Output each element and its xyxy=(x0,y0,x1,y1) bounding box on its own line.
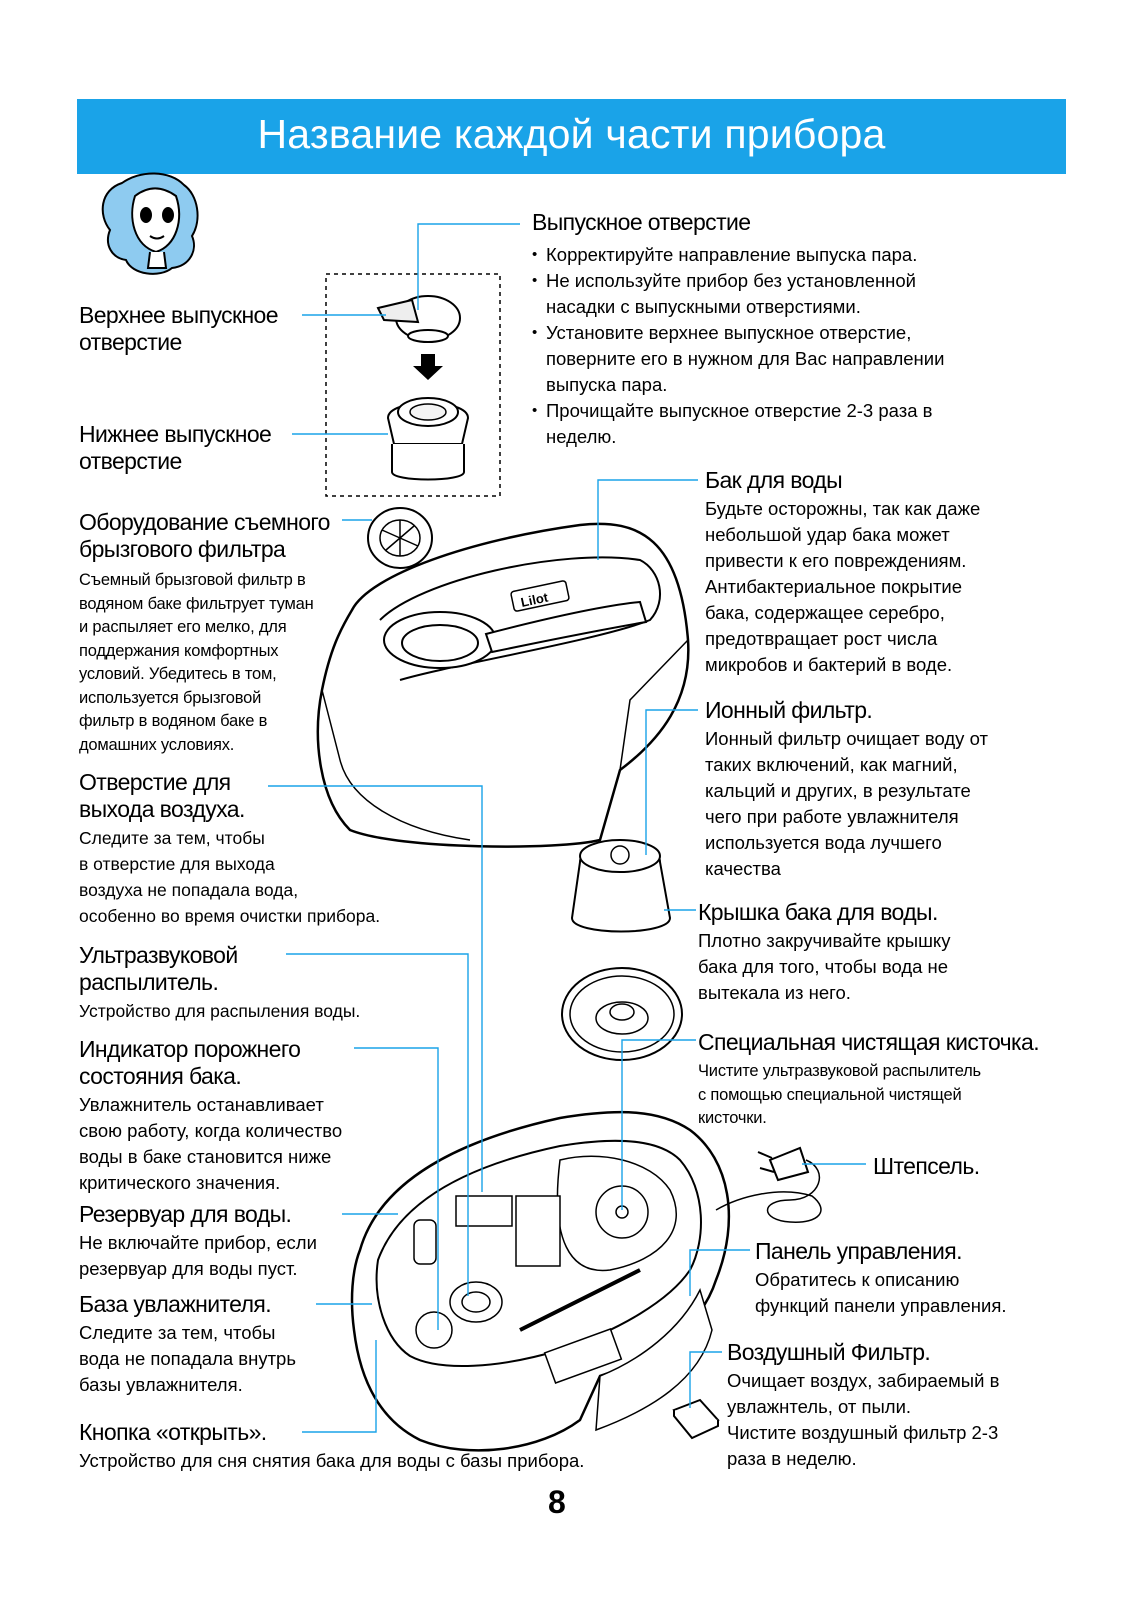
label-plug: Штепсель. xyxy=(873,1153,980,1180)
air-hole-text: Следите за тем, чтобы в отверстие для вы… xyxy=(79,825,380,929)
ion-filter-text: Ионный фильтр очищает воду от таких вклю… xyxy=(705,726,988,882)
outlet-bullet: Установите верхнее выпускное отверстие,п… xyxy=(532,320,944,398)
spray-filter-title: Оборудование съемного брызгового фильтра xyxy=(79,509,330,563)
outlet-title: Выпускное отверстие xyxy=(532,209,944,236)
tank-cap-title: Крышка бака для воды. xyxy=(698,899,950,926)
tank-cap-text: Плотно закручивайте крышку бака для того… xyxy=(698,928,950,1006)
air-hole-title: Отверстие для выхода воздуха. xyxy=(79,769,380,823)
outlet-bullet: Не используйте прибор без установленнойн… xyxy=(532,268,944,320)
ultrasonic-text: Устройство для распыления воды. xyxy=(79,998,360,1024)
ion-filter-part xyxy=(572,840,670,932)
base-title: База увлажнителя. xyxy=(79,1291,296,1318)
air-filter-part xyxy=(674,1400,718,1438)
open-button-title: Кнопка «открыть». xyxy=(79,1419,584,1446)
ultrasonic-title: Ультразвуковой распылитель. xyxy=(79,942,360,996)
outlet-bullet: Корректируйте направление выпуска пара. xyxy=(532,242,944,268)
label-ultrasonic: Ультразвуковой распылитель. Устройство д… xyxy=(79,942,360,1024)
label-spray-filter: Оборудование съемного брызгового фильтра… xyxy=(79,509,330,757)
brush-text: Чистите ультразвуковой распылитель с пом… xyxy=(698,1060,1039,1131)
label-water-tank: Бак для воды Будьте осторожны, так как д… xyxy=(705,467,980,678)
brush-title: Специальная чистящая кисточка. xyxy=(698,1029,1039,1056)
plug-part xyxy=(716,1148,821,1222)
water-tank-title: Бак для воды xyxy=(705,467,980,494)
spray-filter-text: Съемный брызговой фильтр в водяном баке … xyxy=(79,569,330,757)
air-filter-title: Воздушный Фильтр. xyxy=(727,1339,999,1366)
outlet-bullet: Прочищайте выпускное отверстие 2-3 раза … xyxy=(532,398,944,450)
control-panel-title: Панель управления. xyxy=(755,1238,1006,1265)
label-open-button: Кнопка «открыть». Устройство для сня сня… xyxy=(79,1419,584,1474)
water-tank-text: Будьте осторожны, так как даже небольшой… xyxy=(705,496,980,678)
label-empty-indicator: Индикатор порожнего состояния бака. Увла… xyxy=(79,1036,342,1196)
down-arrow-icon xyxy=(413,354,443,380)
ion-filter-title: Ионный фильтр. xyxy=(705,697,988,724)
label-reservoir: Резервуар для воды. Не включайте прибор,… xyxy=(79,1201,317,1282)
label-tank-cap: Крышка бака для воды. Плотно закручивайт… xyxy=(698,899,950,1006)
label-upper-outlet: Верхнее выпускное отверстие xyxy=(79,302,278,356)
label-ion-filter: Ионный фильтр. Ионный фильтр очищает вод… xyxy=(705,697,988,882)
outlet-bullets: Корректируйте направление выпуска пара. … xyxy=(532,242,944,450)
label-outlet: Выпускное отверстие Корректируйте направ… xyxy=(532,209,944,450)
label-brush: Специальная чистящая кисточка. Чистите у… xyxy=(698,1029,1039,1131)
base-text: Следите за тем, чтобы вода не попадала в… xyxy=(79,1320,296,1398)
label-control-panel: Панель управления. Обратитесь к описанию… xyxy=(755,1238,1006,1319)
mascot-illustration xyxy=(103,173,198,273)
open-button-text: Устройство для сня снятия бака для воды … xyxy=(79,1448,584,1474)
reservoir-text: Не включайте прибор, если резервуар для … xyxy=(79,1230,317,1282)
lower-outlet-part xyxy=(388,398,468,480)
empty-indicator-title: Индикатор порожнего состояния бака. xyxy=(79,1036,342,1090)
reservoir-title: Резервуар для воды. xyxy=(79,1201,317,1228)
base-part xyxy=(352,1112,729,1450)
label-air-filter: Воздушный Фильтр. Очищает воздух, забира… xyxy=(727,1339,999,1472)
control-panel-text: Обратитесь к описанию функций панели упр… xyxy=(755,1267,1006,1319)
label-lower-outlet: Нижнее выпускное отверстие xyxy=(79,421,271,475)
air-filter-text: Очищает воздух, забираемый в увлажнтель,… xyxy=(727,1368,999,1472)
label-air-hole: Отверстие для выхода воздуха. Следите за… xyxy=(79,769,380,929)
spray-filter-part xyxy=(368,508,432,568)
empty-indicator-text: Увлажнитель останавливает свою работу, к… xyxy=(79,1092,342,1196)
label-base: База увлажнителя. Следите за тем, чтобы … xyxy=(79,1291,296,1398)
upper-outlet-part xyxy=(378,296,460,342)
page-number: 8 xyxy=(548,1484,566,1521)
